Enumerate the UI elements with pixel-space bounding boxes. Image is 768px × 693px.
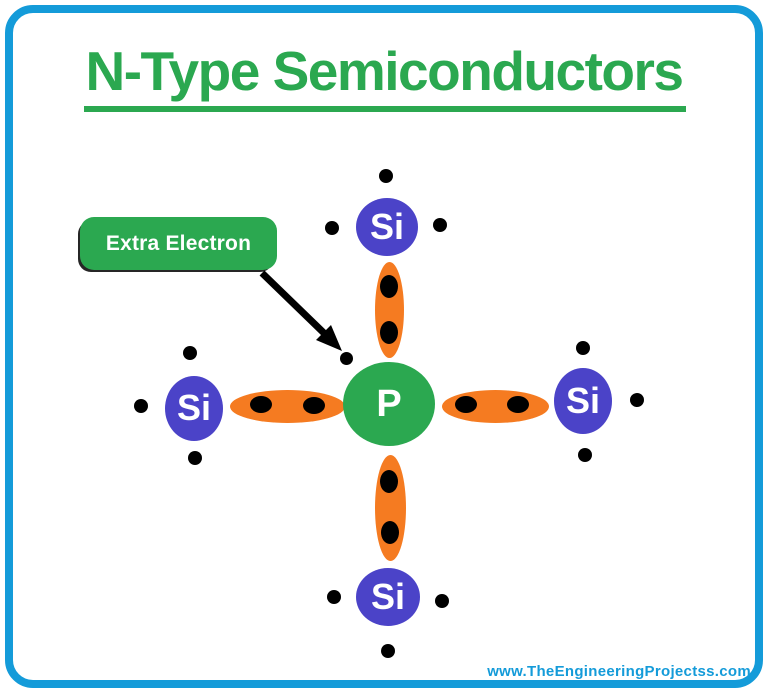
lone-electron-dot bbox=[630, 393, 644, 407]
lone-electron-dot bbox=[576, 341, 590, 355]
lone-electron-dot bbox=[379, 169, 393, 183]
lone-electron-dot bbox=[188, 451, 202, 465]
bond-electron-dot bbox=[380, 274, 398, 298]
lone-electron-dot bbox=[381, 644, 395, 658]
extra-electron-label-text: Extra Electron bbox=[105, 231, 252, 255]
lone-electron-dot bbox=[435, 594, 449, 608]
atom-phosphorus-center: P bbox=[343, 362, 435, 446]
atom-silicon-bottom: Si bbox=[356, 568, 420, 626]
bond-left bbox=[229, 389, 345, 423]
watermark: www.TheEngineeringProjectss.com bbox=[487, 663, 751, 680]
lone-electron-dot bbox=[134, 399, 148, 413]
title-underline bbox=[84, 106, 686, 112]
bond-electron-dot bbox=[380, 320, 398, 344]
extra-electron-dot bbox=[339, 351, 353, 365]
bond-electron-dot bbox=[303, 396, 325, 414]
lone-electron-dot bbox=[433, 218, 447, 232]
lone-electron-dot bbox=[578, 448, 592, 462]
extra-electron-label: Extra Electron bbox=[80, 217, 277, 270]
atom-silicon-left: Si bbox=[165, 375, 223, 441]
page-title: N-Type Semiconductors bbox=[85, 40, 684, 102]
bond-electron-dot bbox=[380, 469, 398, 493]
bond-electron-dot bbox=[507, 395, 529, 413]
lone-electron-dot bbox=[183, 346, 197, 360]
bond-electron-dot bbox=[381, 520, 399, 544]
bond-electron-dot bbox=[250, 395, 272, 413]
lone-electron-dot bbox=[327, 590, 341, 604]
bond-electron-dot bbox=[455, 395, 477, 413]
atom-silicon-top: Si bbox=[356, 198, 418, 256]
atom-silicon-right: Si bbox=[554, 368, 612, 434]
lone-electron-dot bbox=[325, 221, 339, 235]
